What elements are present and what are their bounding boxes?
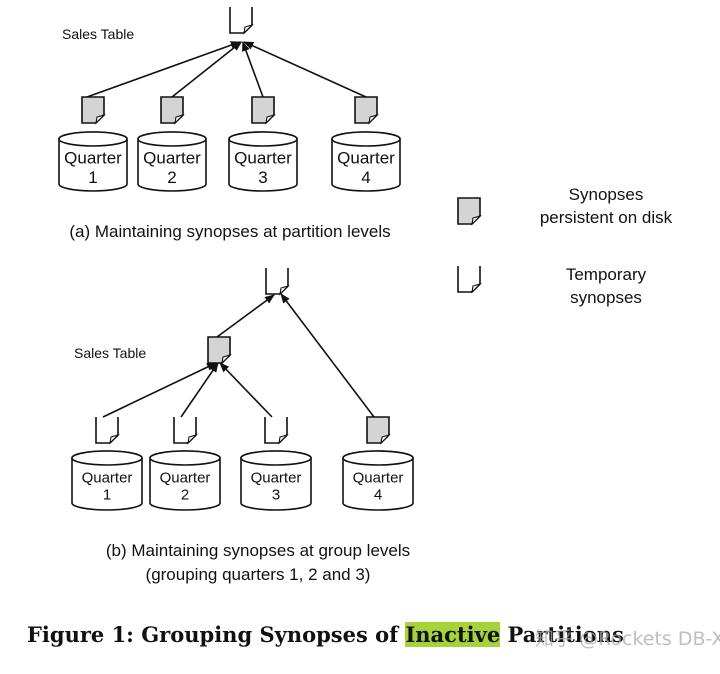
panel-a-arrow-q4 (243, 41, 367, 98)
panel-b-arrow-group (216, 294, 275, 338)
legend-persistent-line1: Synopses (569, 185, 644, 204)
panel-b-synopsis-icon-q2 (173, 417, 198, 445)
panel-a-synopsis-icon-q3 (251, 96, 276, 125)
cylinder-label-line2: 2 (167, 168, 176, 187)
cylinder-label-line1: Quarter (353, 469, 404, 486)
panel-a-synopsis-icon-q4 (354, 96, 379, 125)
panel-b-arrow-q4 (280, 293, 375, 418)
cylinder-label-line1: Quarter (337, 148, 395, 167)
cylinder-label-line1: Quarter (251, 469, 302, 486)
figure-caption-suffix: Partitions (500, 622, 624, 647)
cylinder-label-line2: 4 (361, 168, 370, 187)
panel-b-arrow-q1 (102, 362, 217, 418)
panel-b-synopsis-icon-q1 (95, 417, 120, 445)
panel-b-synopsis-icon-q3 (264, 417, 289, 445)
panel-b-table-label: Sales Table (74, 345, 146, 361)
panel-b-caption-line1: (b) Maintaining synopses at group levels (106, 541, 410, 560)
cylinder-label-line1: Quarter (234, 148, 292, 167)
legend-persistent-line2: persistent on disk (540, 208, 673, 227)
figure-caption-highlight: Inactive (405, 622, 501, 647)
cylinder-label-line2: 3 (258, 168, 267, 187)
cylinder-label-line2: 3 (272, 487, 280, 504)
panel-a-synopsis-icon-q1 (81, 96, 106, 125)
panel-b-group-synopsis-icon (207, 336, 232, 365)
panel-a-arrow-q1 (86, 41, 241, 98)
cylinder-label-line1: Quarter (64, 148, 122, 167)
panel-a-arrow-q3 (241, 41, 264, 98)
legend-persistent-synopsis-icon (457, 197, 482, 226)
panel-b-caption-line2: (grouping quarters 1, 2 and 3) (146, 565, 371, 584)
cylinder-label-line2: 4 (374, 487, 382, 504)
panel-a-arrow-q2 (171, 41, 243, 98)
cylinder-label-line2: 1 (103, 487, 111, 504)
legend-temporary-synopsis-icon (457, 266, 482, 294)
legend-temporary-line1: Temporary (566, 265, 647, 284)
panel-b-synopsis-icon-q4 (366, 416, 391, 445)
panel-b-root-synopsis-icon (265, 268, 290, 296)
panel-b-arrow-q2 (180, 362, 219, 418)
panel-b-arrow-q3 (219, 362, 273, 418)
cylinder-label-line1: Quarter (160, 469, 211, 486)
figure-caption-prefix: Figure 1: Grouping Synopses of (27, 622, 406, 647)
panel-a-synopsis-icon-q2 (160, 96, 185, 125)
cylinder-label-line2: 1 (88, 168, 97, 187)
watermark: 知乎 @Rockets DB-X (535, 628, 720, 650)
panel-a-table-label: Sales Table (62, 26, 134, 42)
panel-a-root-synopsis-icon (229, 7, 254, 35)
cylinder-label-line1: Quarter (143, 148, 201, 167)
cylinder-label-line2: 2 (181, 487, 189, 504)
cylinder-label-line1: Quarter (82, 469, 133, 486)
legend-temporary-line2: synopses (570, 288, 642, 307)
panel-a-caption: (a) Maintaining synopses at partition le… (69, 222, 390, 241)
